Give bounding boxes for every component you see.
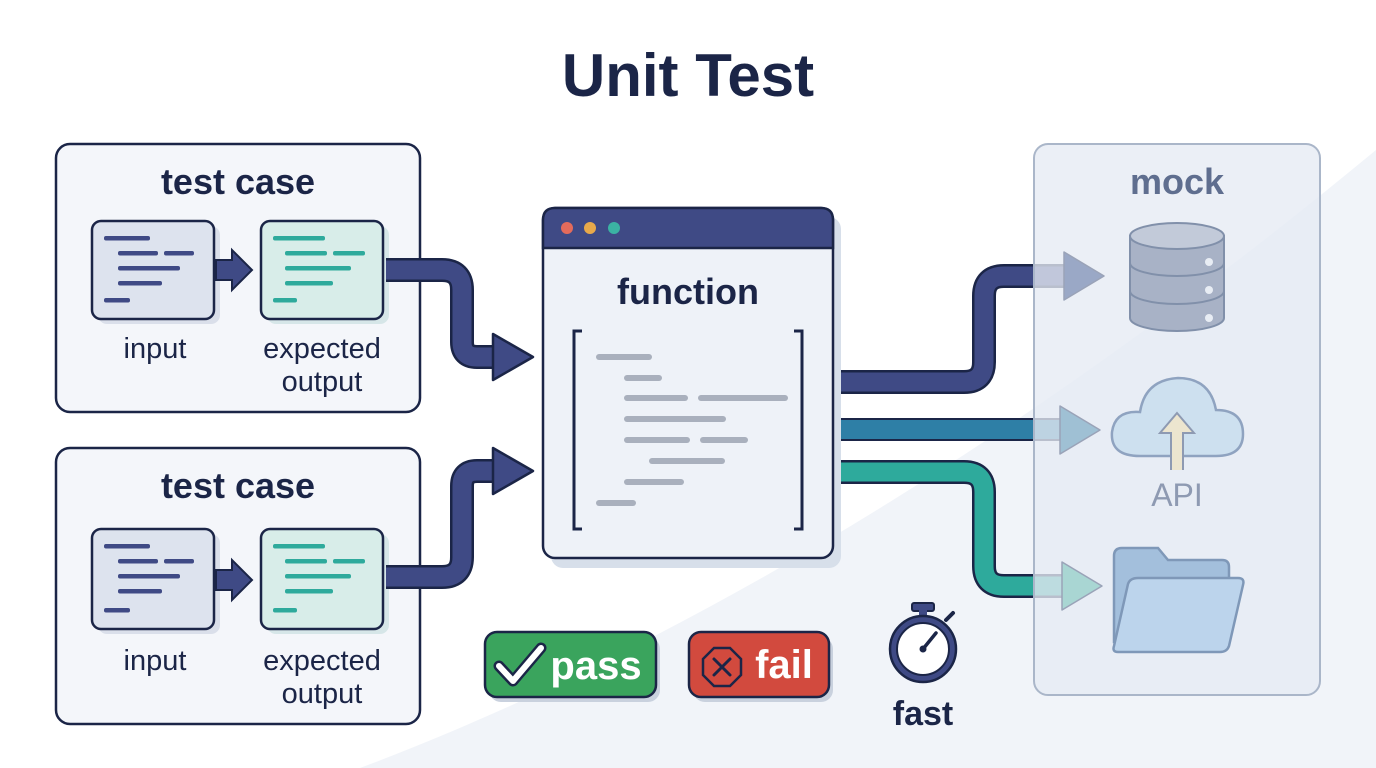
input-document-icon <box>90 527 220 634</box>
function-title: function <box>617 271 759 312</box>
fast-label: fast <box>893 695 953 733</box>
flow-arrow-bottom-left <box>386 446 535 589</box>
flow-arrow-to-folder <box>832 460 1070 598</box>
close-bracket-icon <box>794 329 804 531</box>
flow-arrow-to-api <box>831 418 1065 441</box>
flow-arrow-top-left <box>386 258 535 382</box>
cloud-upload-icon <box>1110 376 1245 470</box>
x-octagon-icon <box>701 646 743 688</box>
expected-output-document-icon <box>259 527 389 634</box>
fail-badge: fail <box>687 630 833 702</box>
expected-label-line2: output <box>282 678 363 710</box>
input-label: input <box>124 645 187 677</box>
folder-arrowhead <box>1061 561 1103 611</box>
expected-label-line1: expected <box>263 645 381 677</box>
mock-panel: mock API <box>1033 143 1321 696</box>
input-document-icon <box>90 219 220 324</box>
pass-badge: pass <box>483 630 660 702</box>
page-title: Unit Test <box>562 42 814 109</box>
api-arrowhead <box>1059 405 1101 455</box>
test-case-title: test case <box>161 465 315 506</box>
mock-title: mock <box>1130 161 1225 202</box>
api-label: API <box>1151 477 1203 513</box>
database-arrowhead <box>1063 251 1105 301</box>
input-label: input <box>124 333 187 365</box>
database-icon <box>1129 222 1225 332</box>
window-close-dot <box>561 222 573 234</box>
window-title-bar <box>541 206 835 250</box>
pass-label: pass <box>550 644 641 688</box>
function-window: function <box>541 206 841 568</box>
test-case-box-2: test case input expected output <box>54 446 422 726</box>
open-bracket-icon <box>572 329 582 531</box>
fail-label: fail <box>755 643 813 687</box>
folder-icon <box>1112 546 1245 654</box>
test-case-title: test case <box>161 161 315 202</box>
window-minimize-dot <box>584 222 596 234</box>
expected-label-line2: output <box>282 366 363 398</box>
flow-arrow-to-database <box>832 264 1070 394</box>
arrow-icon <box>215 557 254 603</box>
stopwatch-icon <box>888 602 958 684</box>
window-maximize-dot <box>608 222 620 234</box>
expected-output-document-icon <box>259 219 389 324</box>
test-case-box-1: test case input expected output <box>54 142 422 414</box>
arrow-icon <box>215 247 254 293</box>
code-lines <box>596 354 788 506</box>
expected-label-line1: expected <box>263 333 381 365</box>
